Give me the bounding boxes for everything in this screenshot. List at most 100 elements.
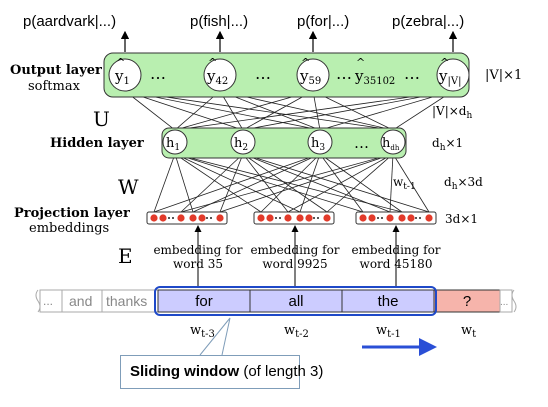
embedding-to-hidden-line [260, 153, 321, 213]
output-node-y42: y42 ^ [203, 56, 237, 92]
embedding-to-hidden-line [389, 153, 394, 213]
embedding-dot [317, 217, 319, 219]
embedding-unit [368, 214, 376, 222]
matrix-e-label: E [118, 244, 133, 268]
embedding-dot [172, 217, 174, 219]
callout-rest-text: (of length 3) [239, 363, 324, 380]
output-ellipsis-3: … [336, 64, 352, 83]
sliding-window-frame [154, 286, 437, 316]
token-and: and [69, 293, 92, 309]
embedding-unit [386, 214, 394, 222]
embedding-unit [425, 214, 433, 222]
embedding-unit [189, 214, 197, 222]
embedding-dot [168, 217, 170, 219]
embedding-to-hidden-line [319, 153, 403, 213]
embedding-to-hidden-line [174, 153, 194, 213]
embedding-to-hidden-line [242, 153, 430, 213]
hidden-ellipsis: … [354, 134, 369, 152]
embedding-to-hidden-line [192, 153, 321, 213]
hidden-node-hdh: hdh [380, 129, 406, 155]
embedding-to-hidden-line [153, 153, 176, 213]
embedding-dot [206, 217, 208, 219]
token-thanks: thanks [106, 293, 147, 309]
output-node-y35102: y35102 ^ [354, 56, 395, 87]
hidden-node-h2: h2 [230, 129, 256, 155]
embedding-box-3 [355, 211, 437, 225]
position-wt: wt [461, 323, 476, 340]
embedding-unit [257, 214, 265, 222]
embedding-unit [359, 214, 367, 222]
token-the: the [378, 293, 399, 310]
position-wt-3: wt-3 [190, 323, 215, 340]
embedding-dot [377, 217, 379, 219]
svg-text:^: ^ [301, 56, 310, 69]
embedding-to-hidden-line [299, 153, 321, 213]
embedding-box-1 [146, 211, 228, 225]
embedding-to-hidden-line [180, 153, 244, 213]
output-node-y1: y1 ^ [108, 56, 142, 92]
position-wt-1: wt-1 [376, 323, 401, 340]
svg-text:y42: y42 [206, 67, 228, 87]
embedding-unit [159, 214, 167, 222]
wt1-hidden-label: wt-1 [393, 175, 416, 192]
sliding-window-callout: Sliding window (of length 3) [120, 355, 323, 389]
strip-break-right [511, 289, 517, 313]
embedding-to-hidden-line [242, 153, 328, 213]
svg-text:^: ^ [356, 56, 365, 69]
output-layer-subtitle: softmax [28, 79, 81, 94]
output-label-aardvark: p(aardvark|...) [23, 13, 116, 30]
projection-layer-subtitle: embeddings [29, 221, 109, 236]
hidden-node-h3: h3 [307, 129, 333, 155]
embedding-to-hidden-line [174, 153, 364, 213]
token-for: for [195, 293, 213, 310]
embedding-dot [279, 217, 281, 219]
output-label-for: p(for|...) [297, 13, 349, 30]
svg-text:^: ^ [208, 56, 217, 69]
embedding-dot [210, 217, 212, 219]
svg-text:h1: h1 [166, 136, 180, 153]
callout-bold-text: Sliding window [130, 363, 240, 380]
token-target: ? [463, 293, 471, 310]
output-node-y59: y59 ^ [296, 56, 330, 92]
embedding-dot [275, 217, 277, 219]
svg-text:y35102: y35102 [354, 67, 395, 87]
embedding-to-hidden-line [219, 153, 394, 213]
hidden-layer-title: Hidden layer [50, 136, 144, 151]
w-dim-label: dh×3d [444, 175, 483, 192]
embedding-unit [266, 214, 274, 222]
output-ellipsis-2: … [255, 64, 271, 83]
svg-text:hdh: hdh [382, 136, 400, 152]
svg-text:y1: y1 [114, 67, 130, 87]
embedding-to-hidden-line [174, 153, 403, 213]
hidden-layer-dim: dh×1 [432, 136, 463, 153]
embedding-to-hidden-line [219, 153, 244, 213]
output-layer-title: Output layer [10, 63, 102, 78]
embedding-box-2 [253, 211, 335, 225]
output-layer-dim: |V|×1 [485, 68, 522, 83]
embedding-to-hidden-line [326, 153, 394, 213]
position-wt-2: wt-2 [284, 323, 309, 340]
embedding-to-hidden-line [287, 153, 394, 213]
embedding-unit [216, 214, 224, 222]
output-ellipsis-4: … [404, 64, 420, 83]
u-dim-label: |V|×dh [432, 104, 473, 121]
matrix-u-label: U [93, 107, 110, 131]
embedding-unit [398, 214, 406, 222]
embedding-unit [296, 214, 304, 222]
embedding-to-hidden-line [174, 153, 262, 213]
token-trailing-ellipsis: ... [500, 297, 508, 308]
svg-text:^: ^ [440, 56, 449, 69]
svg-text:^: ^ [116, 56, 125, 69]
embedding-to-hidden-line [174, 153, 301, 213]
hidden-node-h1: h1 [162, 129, 188, 155]
strip-break-left [35, 289, 41, 313]
callout-pointer [199, 317, 231, 356]
hidden-layer-band [161, 127, 407, 159]
embedding-unit [177, 214, 185, 222]
projection-layer-dim: 3d×1 [445, 212, 478, 226]
embedding-to-hidden-line [319, 153, 364, 213]
embedding-unit [323, 214, 331, 222]
token-all: all [288, 293, 303, 310]
output-label-fish: p(fish|...) [190, 13, 248, 30]
